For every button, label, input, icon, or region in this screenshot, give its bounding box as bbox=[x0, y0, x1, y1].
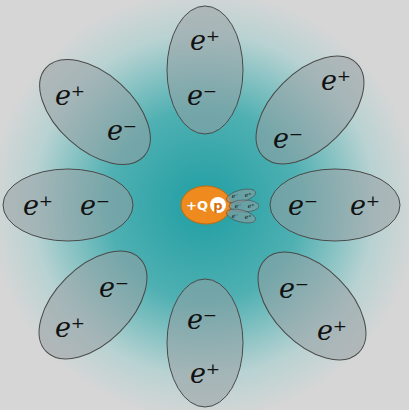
particle-label: e⁻ bbox=[288, 192, 318, 219]
nucleus-disc bbox=[181, 186, 231, 224]
nucleus-charge: +Q p bbox=[177, 176, 235, 234]
particle-label: e⁺ bbox=[245, 214, 252, 220]
particle-label: e⁺ bbox=[55, 314, 85, 341]
pair-ellipse: e⁺ e⁻ bbox=[240, 40, 380, 180]
particle-label: e⁺ bbox=[245, 192, 252, 198]
particle-label: e⁻ bbox=[187, 82, 217, 109]
pair-outline bbox=[236, 36, 383, 183]
particle-label: e⁺ bbox=[350, 192, 380, 219]
particle-label: e⁺ bbox=[317, 317, 347, 344]
pair-outline bbox=[21, 40, 170, 185]
particle-label: e⁺ bbox=[190, 27, 220, 54]
pair-outline bbox=[19, 231, 166, 378]
particle-label: e⁻ bbox=[279, 275, 309, 302]
pair-ellipse: e⁻ e⁺ bbox=[23, 235, 163, 375]
particle-label: e⁻ bbox=[232, 193, 239, 199]
particle-label: e⁺ bbox=[55, 82, 85, 109]
proton-label: p bbox=[213, 199, 222, 212]
pair-outline bbox=[167, 6, 243, 134]
pair-ellipse: e⁺ e⁻ bbox=[25, 42, 165, 182]
pair-ellipse: e⁻ e⁺ bbox=[242, 236, 382, 376]
pair-outline bbox=[270, 169, 400, 241]
particle-label: e⁻ bbox=[273, 125, 303, 152]
pair-outline bbox=[3, 169, 133, 241]
node-shape bbox=[242, 236, 382, 376]
particle-label: e⁺ bbox=[190, 360, 220, 387]
particle-label: e⁻ bbox=[232, 213, 239, 219]
particle-label: e⁺ bbox=[23, 192, 53, 219]
particle-label: e⁻ bbox=[80, 192, 110, 219]
pair-ellipse: e⁻ e⁺ bbox=[137, 275, 273, 410]
pair-outline bbox=[225, 206, 257, 225]
node-shape bbox=[23, 235, 163, 375]
node-shape bbox=[25, 42, 165, 182]
particle-label: e⁻ bbox=[235, 203, 242, 209]
particle-label: e⁺ bbox=[321, 67, 351, 94]
particle-label: e⁺ bbox=[248, 203, 255, 209]
charge-label: +Q bbox=[186, 199, 208, 212]
particle-label: e⁻ bbox=[107, 117, 137, 144]
particle-label: e⁻ bbox=[99, 274, 129, 301]
pair-outline bbox=[167, 279, 243, 407]
node-shape bbox=[137, 2, 273, 138]
node-shape bbox=[137, 275, 273, 410]
node-shape bbox=[240, 40, 380, 180]
particle-label: e⁻ bbox=[187, 306, 217, 333]
proton-disc bbox=[210, 197, 226, 213]
pair-outline bbox=[238, 232, 385, 379]
pair-ellipse: e⁺ e⁻ bbox=[137, 2, 273, 138]
